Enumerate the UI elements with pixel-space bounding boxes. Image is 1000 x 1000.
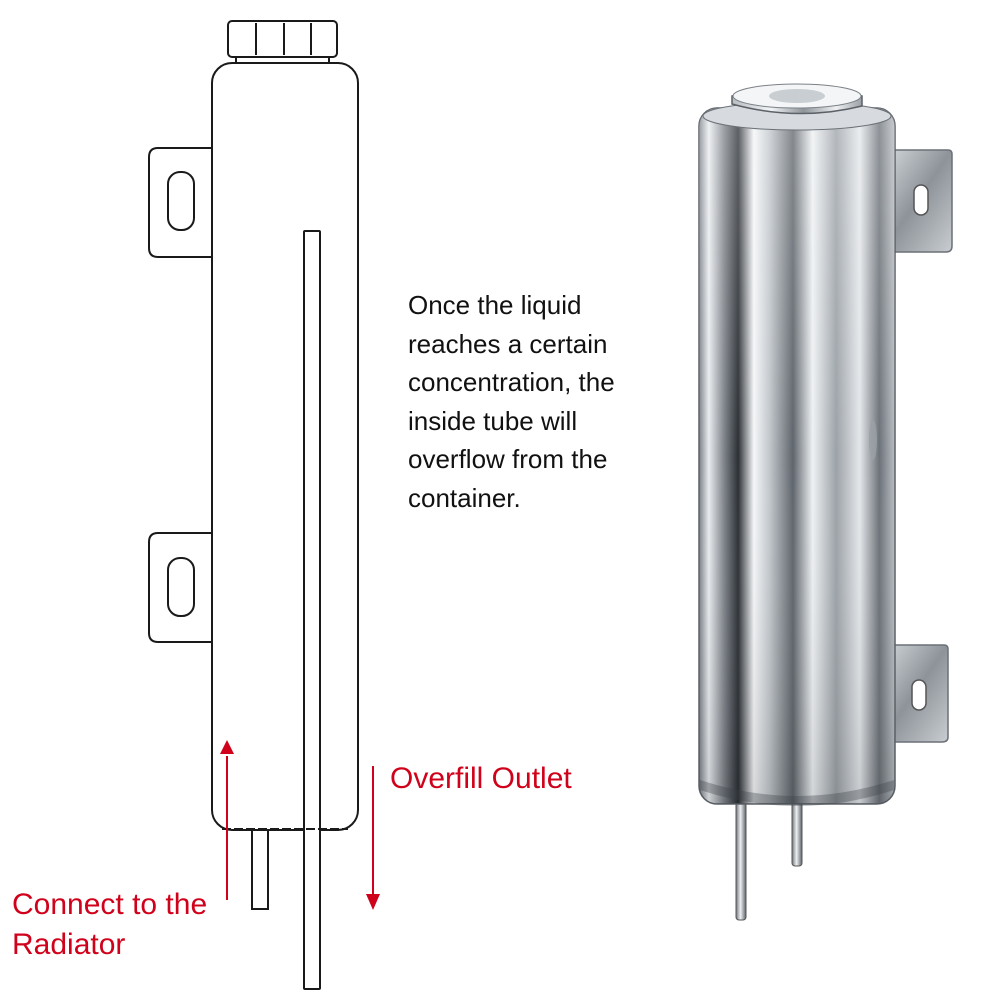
description-line: overflow from the bbox=[408, 444, 608, 474]
photo-upper-bracket bbox=[881, 149, 953, 253]
connect-radiator-label: Connect to the Radiator bbox=[12, 885, 207, 965]
arrow-down-icon bbox=[366, 766, 380, 910]
description-line: container. bbox=[408, 482, 521, 513]
inner-overflow-tube bbox=[303, 230, 321, 990]
upper-bracket-slot bbox=[167, 171, 195, 231]
overflow-description: Once the liquid reaches a certain concen… bbox=[408, 286, 708, 517]
description-line: reaches a certain bbox=[408, 328, 608, 359]
description-line: Once the liquid bbox=[408, 290, 582, 320]
connect-label-line-1: Connect to the bbox=[12, 888, 208, 921]
polished-tank-photo bbox=[698, 83, 953, 921]
overfill-outlet-label: Overfill Outlet bbox=[390, 762, 572, 795]
photo-overflow-pipe bbox=[735, 787, 747, 921]
radiator-inlet-pipe bbox=[251, 829, 269, 910]
lower-mount-bracket bbox=[148, 532, 212, 643]
connect-label-line-2: Radiator bbox=[12, 928, 126, 961]
lower-bracket-slot bbox=[167, 557, 195, 617]
tank-line-drawing bbox=[148, 20, 359, 990]
tank-body bbox=[211, 62, 359, 831]
photo-cap bbox=[731, 83, 863, 115]
tank-cap bbox=[227, 20, 338, 64]
description-line: concentration, the bbox=[408, 367, 615, 397]
description-line: inside tube will bbox=[408, 405, 578, 436]
photo-lower-bracket bbox=[879, 644, 949, 743]
upper-mount-bracket bbox=[148, 147, 212, 258]
arrow-up-icon bbox=[220, 740, 234, 900]
